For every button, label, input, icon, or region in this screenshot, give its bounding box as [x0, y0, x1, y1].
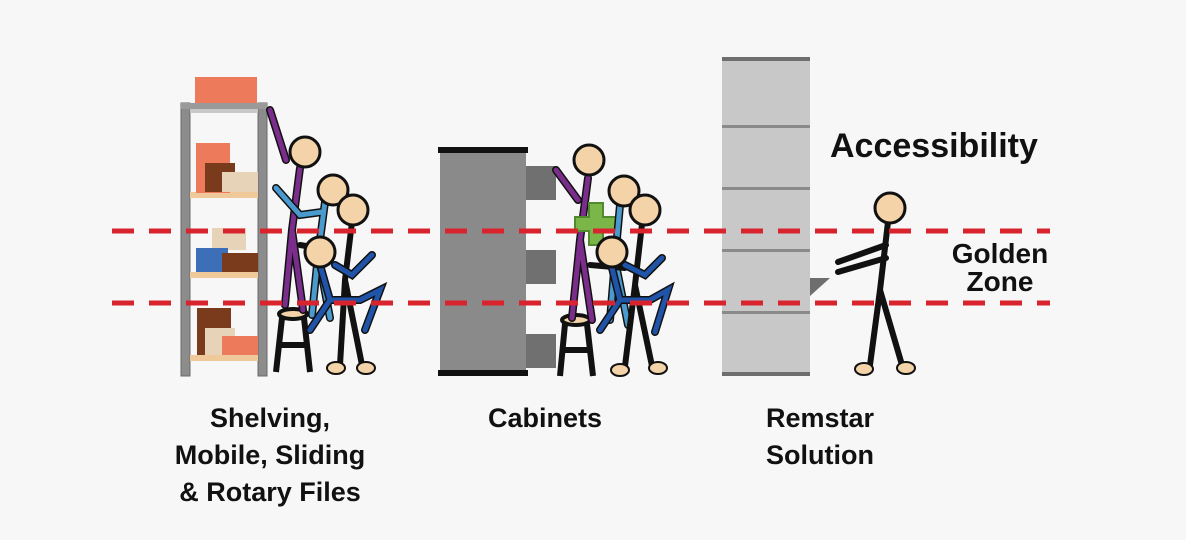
- category-label-line: Cabinets: [487, 403, 603, 433]
- category-label-line: Mobile, Sliding: [174, 440, 366, 470]
- golden-zone-lines: [112, 228, 1050, 306]
- golden-zone-label-line1: Golden: [951, 238, 1049, 269]
- golden-zone-label-line2: Zone: [966, 266, 1034, 297]
- cabinet-unit: [438, 147, 556, 376]
- top-box: [195, 77, 257, 105]
- figure-darkblue-cabinet: [595, 235, 675, 336]
- category-label-line: Shelving,: [209, 403, 331, 433]
- category-label-shelving: Shelving, Mobile, Sliding & Rotary Files: [150, 400, 390, 511]
- shelving-unit: [180, 77, 268, 377]
- category-label-remstar: Remstar Solution: [740, 400, 900, 474]
- category-label-line: Remstar: [765, 403, 875, 433]
- accessibility-title: Accessibility: [830, 127, 1038, 165]
- category-label-cabinets: Cabinets: [470, 400, 620, 437]
- golden-zone-label: Golden Zone: [935, 240, 1065, 296]
- figure-purple-shelving: [266, 106, 322, 314]
- figure-purple-cabinet: [552, 143, 606, 324]
- figure-black-remstar: [835, 191, 916, 376]
- remstar-tower: [722, 57, 830, 376]
- stool-cabinet: [557, 313, 596, 377]
- figure-darkblue-shelving: [303, 235, 388, 334]
- stool-shelving: [273, 307, 313, 373]
- category-label-line: Solution: [766, 440, 874, 470]
- category-label-line: & Rotary Files: [179, 477, 361, 507]
